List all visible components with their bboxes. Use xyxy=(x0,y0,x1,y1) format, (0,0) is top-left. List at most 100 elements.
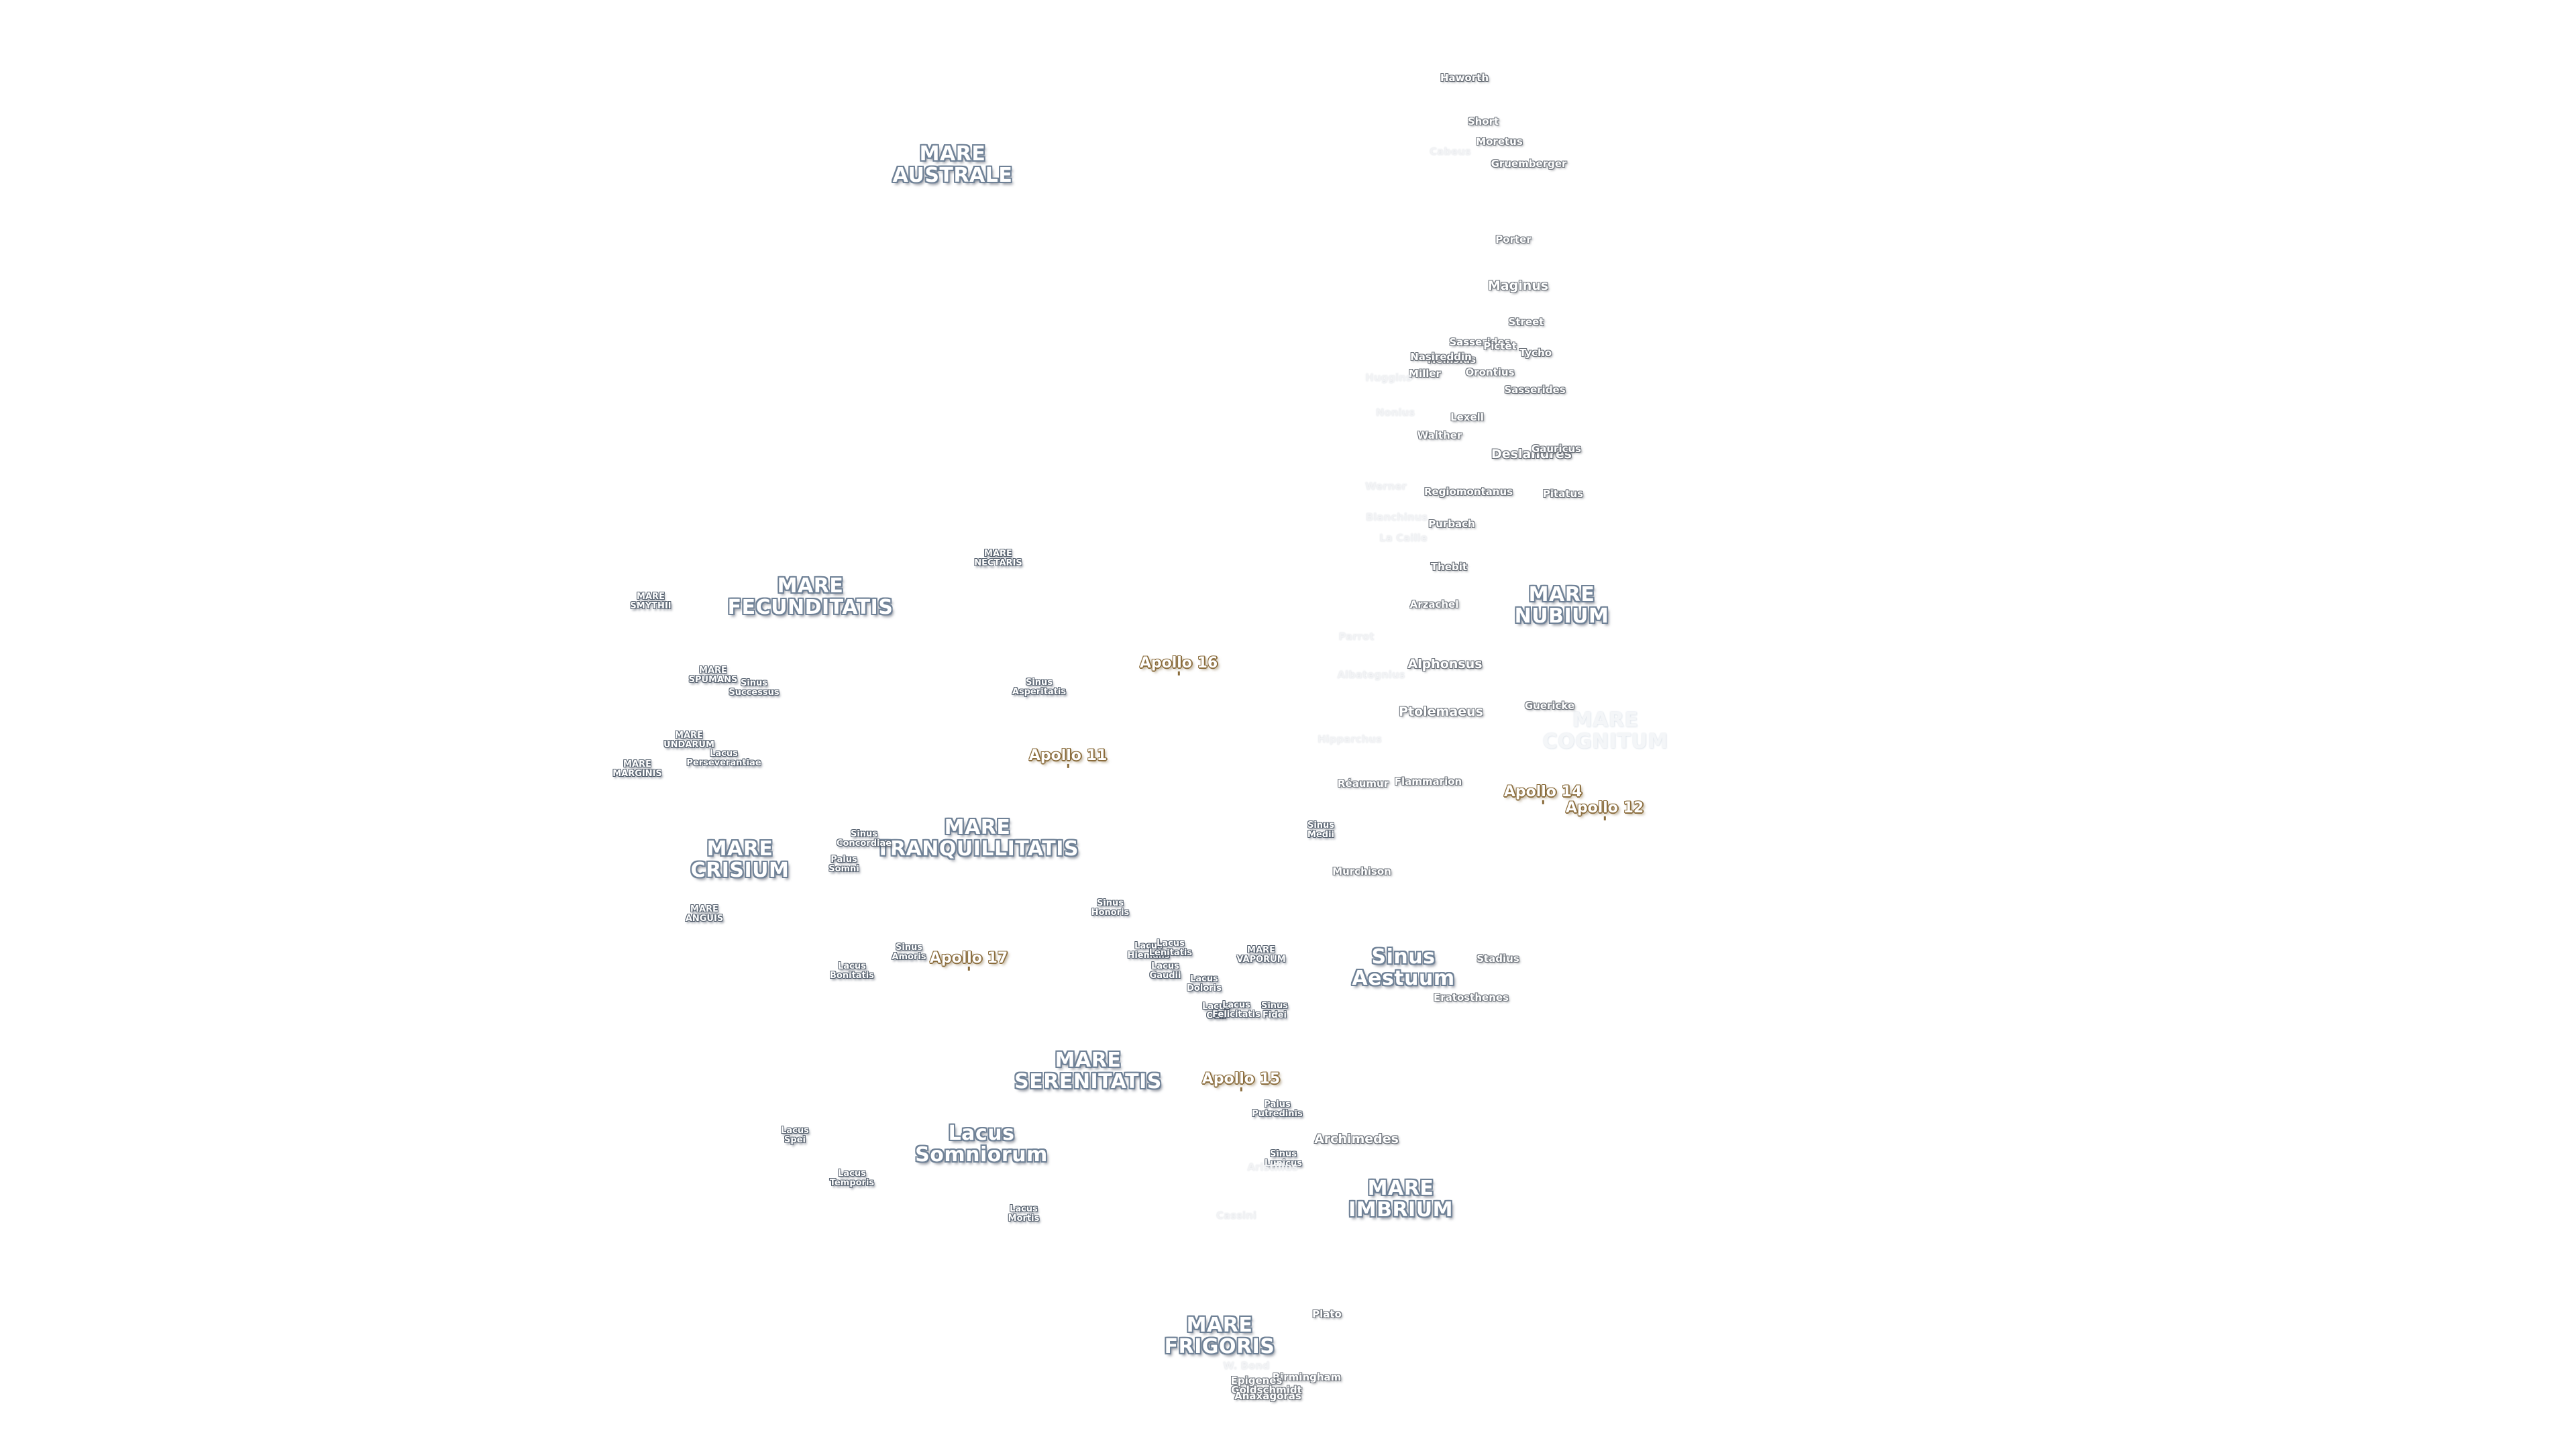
crater-label-nasireddin[interactable]: Nasireddin xyxy=(1410,352,1472,363)
mare-label-mare-australe[interactable]: MARE AUSTRALE xyxy=(893,144,1013,186)
crater-label-sasserides[interactable]: Sasserides xyxy=(1449,337,1510,348)
feature-label-text: Lacus Gaudii xyxy=(1149,961,1181,981)
crater-label-purbach[interactable]: Purbach xyxy=(1428,519,1475,530)
crater-label-thebit[interactable]: Thebit xyxy=(1431,561,1467,573)
crater-label-murchison[interactable]: Murchison xyxy=(1332,866,1391,877)
crater-label-goldschmidt[interactable]: Goldschmidt xyxy=(1231,1385,1302,1396)
feature-label-mare-anguis[interactable]: MARE ANGUIS xyxy=(686,905,723,924)
mare-label-mare-fecunditatis[interactable]: MARE FECUNDITATIS xyxy=(728,576,894,619)
crater-label-archimedes[interactable]: Archimedes xyxy=(1314,1132,1399,1146)
feature-label-sinus-fidei[interactable]: Sinus Fidei xyxy=(1261,1002,1288,1020)
crater-label-tycho[interactable]: Tycho xyxy=(1519,347,1552,359)
crater-label-birmingham[interactable]: Birmingham xyxy=(1273,1372,1342,1383)
mare-label-mare-nubium[interactable]: MARE NUBIUM xyxy=(1515,584,1609,627)
crater-label-albategnius[interactable]: Albategnius xyxy=(1337,669,1405,681)
crater-label-epigenes[interactable]: Epigenes xyxy=(1231,1375,1283,1387)
apollo-label-apollo-12[interactable]: Apollo 12 xyxy=(1566,800,1644,821)
crater-label-maginus[interactable]: Maginus xyxy=(1488,279,1548,292)
crater-label-r-aumur[interactable]: Réaumur xyxy=(1337,777,1389,790)
apollo-label-apollo-15[interactable]: Apollo 15 xyxy=(1202,1071,1280,1092)
mare-label-mare-serenitatis[interactable]: MARE SERENITATIS xyxy=(1014,1050,1162,1093)
mare-label-lacus-somniorum[interactable]: Lacus Somniorum xyxy=(915,1123,1048,1166)
feature-label-text: Lacus Odii xyxy=(1202,1002,1230,1021)
feature-label-lacus-mortis[interactable]: Lacus Mortis xyxy=(1008,1205,1040,1224)
crater-label-werner[interactable]: Werner xyxy=(1365,481,1407,492)
crater-label-sasserides[interactable]: Sasserides xyxy=(1504,384,1565,396)
crater-label-pitatus[interactable]: Pitatus xyxy=(1543,488,1583,500)
apollo-label-apollo-16[interactable]: Apollo 16 xyxy=(1140,655,1218,676)
mare-label-mare-crisium[interactable]: MARE CRISIUM xyxy=(691,839,790,881)
crater-label-lexell[interactable]: Lexell xyxy=(1450,412,1484,423)
feature-label-mare-marginis[interactable]: MARE MARGINIS xyxy=(612,760,662,779)
feature-label-sinus-medii[interactable]: Sinus Medii xyxy=(1307,821,1334,840)
feature-label-sinus-asperitatis[interactable]: Sinus Asperitatis xyxy=(1012,678,1066,697)
mare-label-mare-imbrium[interactable]: MARE IMBRIUM xyxy=(1348,1178,1453,1221)
crater-label-porter[interactable]: Porter xyxy=(1495,234,1531,246)
mare-label-sinus-aestuum[interactable]: Sinus Aestuum xyxy=(1352,947,1454,989)
crater-label-text: Réaumur xyxy=(1337,777,1389,790)
feature-label-lacus-felicitatis[interactable]: Lacus Felicitatis xyxy=(1212,1001,1260,1020)
crater-label-street[interactable]: Street xyxy=(1509,317,1544,328)
feature-label-mare-nectaris[interactable]: MARE NECTARIS xyxy=(974,549,1022,568)
crater-label-orontius[interactable]: Orontius xyxy=(1465,367,1514,378)
crater-label-blanchinus[interactable]: Blanchinus xyxy=(1366,512,1428,523)
feature-label-lacus-lenitatis[interactable]: Lacus Lenitatis xyxy=(1149,939,1192,958)
crater-label-w-bond[interactable]: W. Bond xyxy=(1223,1360,1269,1372)
feature-label-lacus-perseverantiae[interactable]: Lacus Perseverantiae xyxy=(686,749,761,768)
feature-label-palus-somni[interactable]: Palus Somni xyxy=(828,855,859,874)
feature-label-palus-putredinis[interactable]: Palus Putredinis xyxy=(1252,1100,1302,1119)
crater-label-short[interactable]: Short xyxy=(1468,116,1499,127)
feature-label-sinus-successus[interactable]: Sinus Successus xyxy=(729,679,779,698)
apollo-label-apollo-14[interactable]: Apollo 14 xyxy=(1504,784,1582,805)
crater-label-cassini[interactable]: Cassini xyxy=(1216,1210,1256,1222)
crater-label-pictet[interactable]: Pictet xyxy=(1483,341,1517,352)
crater-label-moretus[interactable]: Moretus xyxy=(1476,136,1523,148)
feature-label-sinus-honoris[interactable]: Sinus Honoris xyxy=(1091,899,1130,918)
crater-label-walther[interactable]: Walther xyxy=(1417,430,1462,441)
crater-label-huggins[interactable]: Huggins xyxy=(1365,372,1411,384)
feature-label-lacus-doloris[interactable]: Lacus Doloris xyxy=(1187,975,1222,994)
feature-label-sinus-lunicus[interactable]: Sinus Lunicus xyxy=(1265,1150,1302,1169)
feature-label-mare-smythii[interactable]: MARE SMYTHII xyxy=(630,592,671,611)
feature-label-lacus-odii[interactable]: Lacus Odii xyxy=(1202,1002,1230,1021)
feature-label-lacus-hiemalis[interactable]: Lacus Hiemalis xyxy=(1127,942,1169,961)
apollo-label-apollo-17[interactable]: Apollo 17 xyxy=(930,951,1008,971)
crater-label-flammarion[interactable]: Flammarion xyxy=(1395,776,1462,788)
feature-label-mare-undarum[interactable]: MARE UNDARUM xyxy=(663,731,714,750)
feature-label-lacus-bonitatis[interactable]: Lacus Bonitatis xyxy=(830,962,874,981)
crater-label-guericke[interactable]: Guericke xyxy=(1525,700,1574,712)
crater-label-anaxagoras[interactable]: Anaxagoras xyxy=(1234,1391,1301,1402)
crater-label-eratosthenes[interactable]: Eratosthenes xyxy=(1434,992,1509,1004)
feature-label-lacus-gaudii[interactable]: Lacus Gaudii xyxy=(1150,962,1181,981)
mare-label-mare-tranquillitatis[interactable]: MARE TRANQUILLITATIS xyxy=(876,817,1079,860)
crater-label-regiomontanus[interactable]: Regiomontanus xyxy=(1424,486,1513,498)
crater-label-deslandres[interactable]: Deslandres xyxy=(1491,447,1572,461)
mare-label-mare-cognitum[interactable]: MARE COGNITUM xyxy=(1542,710,1668,753)
feature-label-mare-spumans[interactable]: MARE SPUMANS xyxy=(689,666,738,685)
crater-label-hipparchus[interactable]: Hipparchus xyxy=(1318,734,1382,745)
feature-label-lacus-temporis[interactable]: Lacus Temporis xyxy=(830,1169,874,1188)
crater-label-aristillus[interactable]: Aristillus xyxy=(1247,1162,1297,1173)
crater-label-plato[interactable]: Plato xyxy=(1312,1309,1342,1320)
crater-label-heinsius[interactable]: Heinsius xyxy=(1428,354,1476,366)
crater-label-arzachel[interactable]: Arzachel xyxy=(1410,599,1459,610)
crater-label-miller[interactable]: Miller xyxy=(1409,368,1441,380)
crater-label-ptolemaeus[interactable]: Ptolemaeus xyxy=(1399,705,1483,718)
feature-label-lacus-spei[interactable]: Lacus Spei xyxy=(781,1126,809,1145)
crater-label-stadius[interactable]: Stadius xyxy=(1477,953,1519,965)
apollo-label-apollo-11[interactable]: Apollo 11 xyxy=(1029,748,1107,769)
crater-label-parrot[interactable]: Parrot xyxy=(1339,631,1375,643)
crater-label-gruemberger[interactable]: Gruemberger xyxy=(1491,158,1567,170)
mare-label-mare-frigoris[interactable]: MARE FRIGORIS xyxy=(1165,1315,1275,1358)
crater-label-haworth[interactable]: Haworth xyxy=(1440,72,1489,84)
feature-label-sinus-concordiae[interactable]: Sinus Concordiae xyxy=(837,830,892,849)
crater-label-la-caille[interactable]: La Caille xyxy=(1379,533,1428,544)
crater-label-alphonsus[interactable]: Alphonsus xyxy=(1407,657,1482,671)
crater-label-cabeus[interactable]: Cabeus xyxy=(1430,146,1471,158)
feature-label-mare-vaporum[interactable]: MARE VAPORUM xyxy=(1236,946,1285,965)
crater-label-text: Archimedes xyxy=(1314,1131,1399,1146)
crater-label-nonius[interactable]: Nonius xyxy=(1376,407,1415,419)
crater-label-gauricus[interactable]: Gauricus xyxy=(1532,443,1581,455)
feature-label-sinus-amoris[interactable]: Sinus Amoris xyxy=(892,943,926,962)
